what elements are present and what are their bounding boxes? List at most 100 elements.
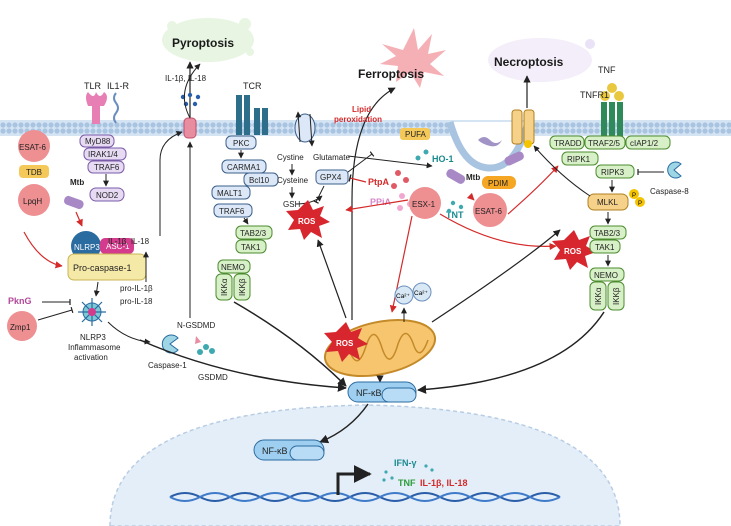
svg-text:PUFA: PUFA	[405, 130, 427, 139]
svg-text:TAB2/3: TAB2/3	[240, 229, 267, 238]
svg-text:IKKβ: IKKβ	[612, 287, 621, 305]
il-nuc-label: IL-1β, IL-18	[420, 478, 468, 488]
gsh-label: GSH	[283, 200, 301, 209]
caspase8-label: Caspase-8	[650, 187, 689, 196]
svg-text:Ca²⁺: Ca²⁺	[396, 293, 410, 300]
tnt-label: TNT	[446, 210, 464, 220]
svg-text:NEMO: NEMO	[594, 271, 618, 280]
arrow-traf6-tab	[242, 217, 249, 225]
nemo-necro-box: NEMO	[589, 267, 625, 282]
arrow-esx-ros-right	[439, 213, 557, 251]
pufa-box: PUFA	[400, 128, 430, 140]
svg-text:NLRP3: NLRP3	[74, 243, 100, 252]
inhibit-gpx4-lipid	[347, 151, 375, 173]
tnf-nuc-label: TNF	[398, 478, 416, 488]
transcript-dots	[382, 464, 434, 482]
arrow-ikk-nfkb-left	[233, 301, 347, 387]
svg-text:PPiA: PPiA	[370, 197, 392, 207]
il1b-il18-inner: IL-1β, IL-18	[108, 237, 150, 246]
ros-burst-mito: ROS	[324, 322, 368, 362]
arrow-mito-necro	[431, 229, 561, 323]
svg-text:cIAP1/2: cIAP1/2	[630, 139, 659, 148]
arrow-ikk-nfkb-right	[417, 311, 605, 394]
svg-text:P: P	[632, 193, 636, 199]
mlkl-box: MLKL	[587, 193, 629, 211]
tlr-label: TLR	[84, 81, 102, 91]
pro-il18-label: pro-IL-18	[120, 297, 153, 306]
phospho-circles: P P	[629, 189, 645, 207]
glutamate-label: Glutamate	[313, 153, 350, 162]
tnfr1-label: TNFR1	[580, 90, 609, 100]
svg-text:IRAK1/4: IRAK1/4	[88, 150, 118, 159]
il1r-label: IL1-R	[107, 81, 130, 91]
svg-text:NF-κB: NF-κB	[356, 388, 382, 398]
inflammasome-label-3: activation	[74, 353, 108, 362]
tlr-receptor	[86, 92, 107, 124]
myd88-box: MyD88	[79, 134, 115, 148]
svg-text:NOD2: NOD2	[96, 191, 119, 200]
gsdmd-pore	[183, 117, 197, 139]
svg-text:HO-1: HO-1	[432, 154, 454, 164]
mtb-left-bacterium	[64, 195, 84, 209]
esat6-right-circle: ESAT-6	[473, 193, 507, 227]
calcium-2: Ca²⁺	[412, 282, 432, 302]
svg-text:RIPK3: RIPK3	[601, 168, 625, 177]
svg-text:TRAF6: TRAF6	[94, 163, 120, 172]
tak1-necro-box: TAK1	[589, 239, 621, 254]
ppia-label: PPiA	[370, 197, 392, 207]
tak1-tcr-box: TAK1	[235, 239, 267, 254]
esx1-circle: ESX-1	[409, 187, 441, 219]
ros-burst-right: ROS	[552, 230, 596, 270]
il1r-receptor	[113, 92, 119, 124]
ciap-box: cIAP1/2	[625, 135, 671, 150]
irak-box: IRAK1/4	[83, 147, 127, 161]
zmp1-circle: Zmp1	[7, 311, 37, 341]
inflammasome-complex	[78, 298, 106, 326]
svg-text:Zmp1: Zmp1	[10, 323, 31, 332]
svg-text:IKKβ: IKKβ	[238, 278, 247, 296]
arrow-esat-nlrp3	[23, 231, 63, 269]
pkng-label: PknG	[8, 296, 32, 306]
calcium-1: Ca²⁺	[394, 285, 414, 305]
inhibit-zmp1	[37, 306, 74, 321]
pyroptosis-title: Pyroptosis	[172, 36, 234, 50]
necroptosis-cloud	[488, 38, 595, 82]
gsdmd-label: GSDMD	[198, 373, 228, 382]
red-dots	[391, 170, 409, 189]
svg-text:NEMO: NEMO	[221, 263, 245, 272]
svg-text:Pro-caspase-1: Pro-caspase-1	[73, 263, 132, 273]
lpqh-circle: LpqH	[18, 184, 50, 216]
arrow-tnt-esat	[466, 192, 475, 201]
svg-text:TNT: TNT	[446, 210, 464, 220]
mtb-middle-label: Mtb	[466, 173, 480, 182]
lipid-peroxidation-2: peroxidation	[334, 115, 382, 124]
ho1-label: HO-1	[432, 154, 454, 164]
svg-text:ASC-1: ASC-1	[106, 242, 130, 251]
pyroptosis-cloud	[162, 18, 254, 62]
ikka-tcr-box: IKKα	[215, 273, 233, 301]
pdim-box: PDIM	[482, 176, 516, 189]
ferroptosis-burst	[380, 28, 446, 88]
tdb-box: TDB	[19, 165, 49, 178]
pkc-box: PKC	[225, 135, 257, 150]
n-gsdmd-label: N-GSDMD	[177, 321, 215, 330]
ptpa-label: PtpA	[368, 177, 389, 187]
transcription-arrow	[336, 465, 372, 495]
malt1-box: MALT1	[211, 185, 251, 200]
ros-burst-left: ROS	[286, 200, 330, 240]
svg-text:TAK1: TAK1	[241, 243, 261, 252]
arrow-pore-cytokines	[183, 63, 201, 119]
svg-text:PtpA: PtpA	[368, 177, 389, 187]
ikka-necro-box: IKKα	[589, 281, 607, 311]
gpx4-box: GPX4	[315, 169, 349, 185]
inhibit-gpx4-ros	[313, 185, 325, 204]
arrow-il-pore	[159, 131, 183, 236]
arrow-mito-ros-left	[316, 239, 347, 319]
gsdmd-fragments	[195, 336, 215, 355]
necroptosis-title: Necroptosis	[494, 55, 564, 69]
arrow-nfkb-nucleus	[319, 403, 369, 444]
arrow-cystine-transport	[347, 155, 433, 169]
nucleus-region	[109, 404, 621, 526]
svg-text:TRADD: TRADD	[554, 139, 582, 148]
svg-text:LpqH: LpqH	[23, 197, 42, 206]
